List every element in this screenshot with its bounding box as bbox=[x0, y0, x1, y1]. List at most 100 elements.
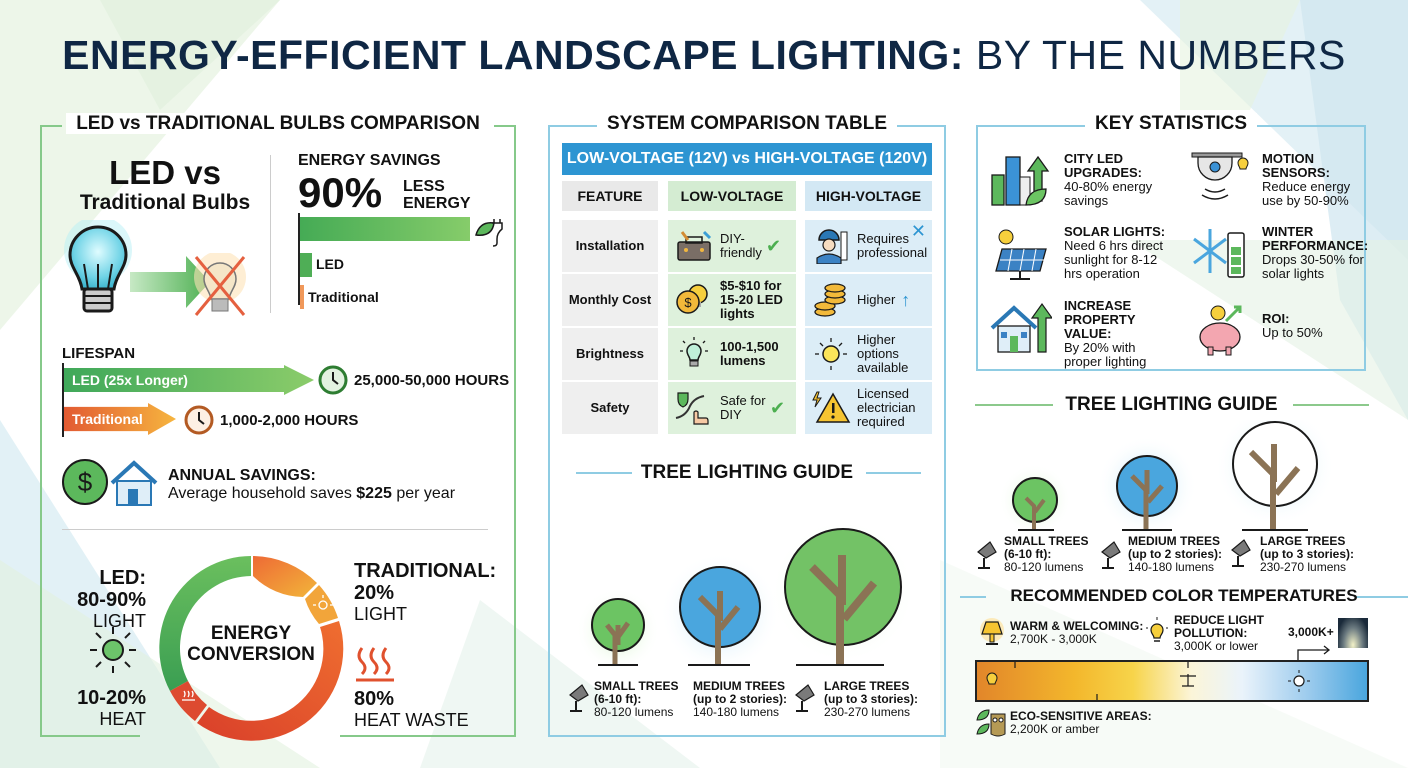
pollution-title-2: POLLUTION: bbox=[1174, 626, 1248, 640]
annual-savings: ANNUAL SAVINGS: Average household saves … bbox=[168, 467, 455, 503]
dollar-house-icon: $ bbox=[62, 459, 158, 506]
tree-guide-mid-heading: TREE LIGHTING GUIDE bbox=[548, 462, 946, 484]
traditional-light-label: LIGHT bbox=[354, 604, 408, 624]
stat-title: ROI: bbox=[1262, 311, 1290, 326]
stat-title: WINTER PERFORMANCE: bbox=[1262, 224, 1369, 253]
panel-heading-text: SYSTEM COMPARISON TABLE bbox=[596, 113, 898, 134]
tree-caption-large: LARGE TREES (up to 3 stories): 230-270 l… bbox=[824, 680, 918, 719]
lifespan-axis bbox=[62, 363, 64, 437]
annual-savings-title: ANNUAL SAVINGS: bbox=[168, 467, 316, 484]
tree-name: SMALL TREES bbox=[594, 679, 679, 693]
traditional-light-pct: 20% bbox=[354, 582, 395, 604]
tree-illustrations-right bbox=[999, 420, 1335, 536]
heat-waves-icon bbox=[356, 647, 394, 682]
stat-text: Up to 50% bbox=[1262, 325, 1323, 340]
warning-icon bbox=[812, 391, 851, 423]
led-bar-label: LED bbox=[316, 256, 344, 272]
stat-title: MOTION SENSORS: bbox=[1262, 151, 1330, 180]
tree-size: (6-10 ft): bbox=[1004, 547, 1052, 561]
heading-rule-right bbox=[866, 472, 921, 474]
stat-roi: ROI: Up to 50% bbox=[1262, 312, 1362, 340]
panel-frame bbox=[40, 125, 516, 737]
led-heat-stats: 10-20% HEAT bbox=[60, 687, 146, 729]
energy-savings-unit: LESS ENERGY bbox=[403, 178, 471, 212]
tree-caption-small: SMALL TREES (6-10 ft): 80-120 lumens bbox=[594, 680, 678, 719]
led-conversion-title: LED: bbox=[99, 567, 146, 589]
row-installation-feature: Installation bbox=[562, 220, 658, 272]
stat-title: SOLAR LIGHTS: bbox=[1064, 224, 1166, 239]
led-bulb-icon bbox=[64, 220, 210, 313]
stat-text: Reduce energy use by 50-90% bbox=[1262, 179, 1351, 208]
stat-property-value: INCREASE PROPERTY VALUE: By 20% with pro… bbox=[1064, 299, 1176, 369]
annual-text-post: per year bbox=[391, 485, 456, 502]
tree-size: (up to 3 stories): bbox=[824, 692, 919, 706]
stat-solar-lights: SOLAR LIGHTS: Need 6 hrs direct sunlight… bbox=[1064, 225, 1176, 281]
night-sky-icon bbox=[1338, 618, 1368, 648]
color-temps-heading: RECOMMENDED COLOR TEMPERATURES bbox=[960, 586, 1408, 606]
heading-rule-right bbox=[1293, 404, 1369, 406]
stat-winter-performance: WINTER PERFORMANCE: Drops 30-50% for sol… bbox=[1262, 224, 1369, 281]
house-value-icon bbox=[990, 302, 1052, 353]
traditional-conversion-stats: TRADITIONAL: 20% LIGHT bbox=[354, 560, 496, 624]
stat-title: CITY LED UPGRADES: bbox=[1064, 151, 1143, 180]
row-brightness-high: Higher options available bbox=[805, 328, 932, 380]
led-heat-label: HEAT bbox=[99, 709, 146, 729]
panel-heading-text: LED vs TRADITIONAL BULBS COMPARISON bbox=[66, 113, 490, 134]
cool-label: 3,000K+ bbox=[1288, 626, 1334, 639]
lamp-icon bbox=[980, 618, 1004, 645]
eco-range: 2,200K or amber bbox=[1010, 722, 1100, 736]
row-monthly-cost-high: Higher ↑ bbox=[805, 274, 932, 326]
bar-axis bbox=[298, 213, 300, 305]
stat-text: 40-80% energy savings bbox=[1064, 179, 1153, 208]
tree-size: (up to 2 stories): bbox=[1128, 547, 1223, 561]
x-icon: ✕ bbox=[910, 221, 926, 241]
led-vs-traditional-panel: LED vs TRADITIONAL BULBS COMPARISON LED … bbox=[40, 113, 516, 741]
eco-sensitive-areas: ECO-SENSITIVE AREAS: 2,200K or amber bbox=[1010, 710, 1152, 736]
heading-rule-left bbox=[975, 404, 1053, 406]
tree-illustrations bbox=[578, 525, 915, 673]
installation-low-text: DIY-friendly bbox=[720, 231, 762, 260]
spotlight-icon bbox=[569, 684, 589, 712]
tree-caption-medium: MEDIUM TREES (up to 2 stories): 140-180 … bbox=[693, 680, 787, 719]
row-brightness-low: 100-1,500 lumens bbox=[668, 328, 796, 380]
motion-sensor-icon bbox=[1191, 152, 1249, 200]
tree-lumens: 140-180 lumens bbox=[693, 705, 780, 719]
snowflake-battery-icon bbox=[1193, 229, 1245, 278]
electrician-icon bbox=[816, 229, 848, 264]
tree-lumens: 230-270 lumens bbox=[824, 705, 911, 719]
traditional-lifespan-hours: 1,000-2,000 HOURS bbox=[220, 412, 359, 429]
lightbulb-icon bbox=[680, 337, 708, 367]
tree-name: MEDIUM TREES bbox=[693, 679, 786, 693]
color-temps-heading-text: RECOMMENDED COLOR TEMPERATURES bbox=[1010, 586, 1358, 605]
tree-size: (6-10 ft): bbox=[594, 692, 642, 706]
color-bar-icons bbox=[986, 662, 1310, 700]
installation-high-text: Requires professional bbox=[857, 231, 928, 260]
stat-title: INCREASE PROPERTY VALUE: bbox=[1064, 298, 1136, 341]
tree-lumens: 230-270 lumens bbox=[1260, 560, 1347, 574]
header-feature: FEATURE bbox=[562, 181, 658, 211]
led-vs-title: LED vs Traditional Bulbs bbox=[60, 155, 270, 215]
lifespan-title: LIFESPAN bbox=[62, 345, 136, 362]
energy-conversion-donut bbox=[159, 556, 344, 741]
city-upgrade-icon bbox=[991, 155, 1050, 206]
tree-guide-mid-heading-text: TREE LIGHTING GUIDE bbox=[640, 462, 854, 483]
shield-hand-icon bbox=[675, 392, 709, 425]
spotlight-icon bbox=[1101, 541, 1121, 569]
energy-savings-title: ENERGY SAVINGS bbox=[298, 152, 441, 169]
safety-low-text: Safe for DIY bbox=[720, 393, 766, 422]
stat-text: Drops 30-50% for solar lights bbox=[1262, 252, 1364, 281]
unit-energy: ENERGY bbox=[403, 195, 471, 212]
traditional-heat-pct: 80% bbox=[354, 688, 395, 710]
coin-stack-icon bbox=[814, 283, 846, 317]
warm-welcoming: WARM & WELCOMING: 2,700K - 3,000K bbox=[1010, 620, 1143, 646]
header-low-voltage: LOW-VOLTAGE bbox=[668, 181, 796, 211]
panel-heading: KEY STATISTICS bbox=[976, 113, 1366, 135]
annual-savings-text: Average household saves $225 per year bbox=[168, 485, 455, 503]
tree-name: SMALL TREES bbox=[1004, 534, 1089, 548]
check-icon: ✔ bbox=[766, 236, 782, 256]
horizontal-divider bbox=[62, 529, 488, 530]
voltage-banner: LOW-VOLTAGE (12V) vs HIGH-VOLTAGE (120V) bbox=[562, 143, 932, 175]
system-comparison-panel: SYSTEM COMPARISON TABLE LOW-VOLTAGE (12V… bbox=[548, 113, 946, 737]
spotlight-icon bbox=[977, 541, 997, 569]
annual-amount: $225 bbox=[356, 485, 392, 502]
